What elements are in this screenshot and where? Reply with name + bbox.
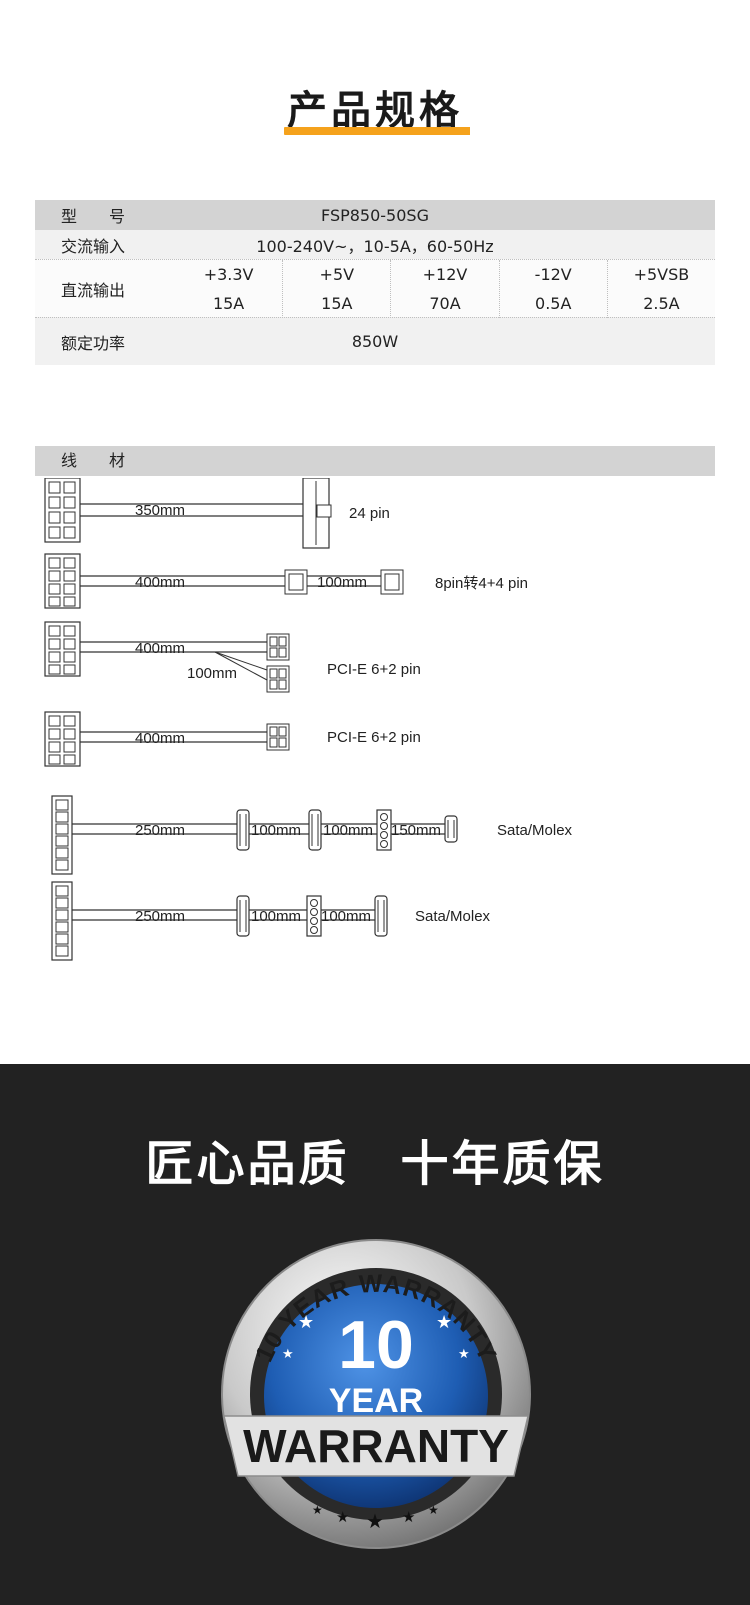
badge-banner: WARRANTY bbox=[243, 1420, 509, 1472]
cable-label: PCI-E 6+2 pin bbox=[327, 661, 421, 678]
dc-rail: +5VSB bbox=[633, 264, 690, 284]
cable-length: 250mm bbox=[135, 908, 185, 925]
dc-columns: +3.3V 15A +5V 15A +12V 70A -12V 0.5A +5V… bbox=[175, 259, 715, 318]
cable-length: 250mm bbox=[135, 822, 185, 839]
dc-col: +12V 70A bbox=[390, 259, 498, 318]
cable-length: 100mm bbox=[321, 908, 371, 925]
star-icon: ★ bbox=[366, 1509, 384, 1533]
star-icon: ★ bbox=[282, 1347, 294, 1362]
star-icon: ★ bbox=[458, 1347, 470, 1362]
cable-diagram: 350mm 24 pin 400mm 100mm 8pin转4+4 pin 40… bbox=[35, 477, 715, 998]
title-underline bbox=[284, 127, 470, 135]
star-icon: ★ bbox=[428, 1503, 439, 1517]
cable-label: 8pin转4+4 pin bbox=[435, 575, 528, 592]
cable-length: 400mm bbox=[135, 574, 185, 591]
cable-length: 100mm bbox=[251, 822, 301, 839]
star-icon: ★ bbox=[402, 1508, 415, 1526]
dc-current: 15A bbox=[212, 293, 245, 313]
cable-label: Sata/Molex bbox=[497, 822, 573, 839]
page-title: 产品规格 bbox=[287, 88, 463, 134]
dc-rail: +5V bbox=[319, 264, 355, 284]
cable-length: 100mm bbox=[251, 908, 301, 925]
dc-current: 15A bbox=[321, 293, 353, 313]
cable-row-pcie-single: 400mm PCI-E 6+2 pin bbox=[44, 711, 421, 767]
cable-length: 350mm bbox=[135, 502, 185, 519]
badge-year: YEAR bbox=[329, 1382, 423, 1420]
dc-col: +5VSB 2.5A bbox=[606, 259, 715, 318]
star-icon: ★ bbox=[312, 1503, 323, 1517]
power-label: 额定功率 bbox=[61, 333, 126, 353]
dc-label: 直流输出 bbox=[61, 280, 126, 300]
spec-row-power: 额定功率 850W bbox=[35, 317, 715, 365]
ac-label: 交流输入 bbox=[61, 236, 126, 256]
page-title-wrap: 产品规格 bbox=[0, 78, 750, 136]
cable-row-8pin: 400mm 100mm 8pin转4+4 pin bbox=[44, 553, 528, 609]
cable-length: 150mm bbox=[391, 822, 441, 839]
slogan: 匠心品质 十年质保 bbox=[145, 1136, 605, 1192]
badge-number: 10 bbox=[338, 1307, 414, 1383]
star-icon: ★ bbox=[336, 1508, 349, 1526]
model-value: FSP850-50SG bbox=[321, 205, 429, 225]
cable-row-pcie-dual: 400mm 100mm PCI-E 6+2 pin bbox=[44, 621, 421, 693]
cable-label: 24 pin bbox=[349, 505, 390, 522]
cable-length: 100mm bbox=[187, 665, 237, 682]
cable-row-sata-molex-1: 250mm 100mm 100mm 150mm Sata/Molex bbox=[51, 795, 573, 875]
dc-current: 70A bbox=[429, 293, 461, 313]
dc-col: -12V 0.5A bbox=[498, 259, 607, 318]
cable-label: PCI-E 6+2 pin bbox=[327, 729, 421, 746]
cable-row-sata-molex-2: 250mm 100mm 100mm Sata/Molex bbox=[51, 881, 491, 961]
cable-length: 100mm bbox=[317, 574, 367, 591]
cable-label: Sata/Molex bbox=[415, 908, 491, 925]
spec-table: 型 号 FSP850-50SG 交流输入 100-240V~，10-5A，60-… bbox=[35, 200, 715, 365]
dc-col: +3.3V 15A bbox=[175, 260, 282, 318]
spec-row-dc: 直流输出 +3.3V 15A +5V 15A +12V 70A -12V 0.5… bbox=[35, 259, 715, 318]
dc-rail: +12V bbox=[422, 264, 468, 284]
star-icon: ★ bbox=[298, 1312, 314, 1333]
spec-row-model: 型 号 FSP850-50SG bbox=[35, 200, 715, 230]
cable-diagram-svg: 350mm 24 pin 400mm 100mm 8pin转4+4 pin 40… bbox=[44, 477, 573, 961]
dc-current: 2.5A bbox=[643, 293, 680, 313]
cable-length: 400mm bbox=[135, 640, 185, 657]
dc-col: +5V 15A bbox=[282, 259, 390, 318]
star-icon: ★ bbox=[436, 1312, 452, 1333]
ac-value: 100-240V~，10-5A，60-50Hz bbox=[256, 236, 494, 256]
model-label: 型 号 bbox=[61, 207, 126, 226]
warranty-badge: 10 YEAR WARRANTY ★ ★ ★ ★ 10 YEAR WARRANT… bbox=[218, 1236, 534, 1552]
spec-row-ac: 交流输入 100-240V~，10-5A，60-50Hz bbox=[35, 230, 715, 259]
warranty-badge-svg: 10 YEAR WARRANTY ★ ★ ★ ★ 10 YEAR WARRANT… bbox=[221, 1239, 531, 1549]
cable-row-24pin: 350mm 24 pin bbox=[44, 477, 390, 549]
power-value: 850W bbox=[351, 332, 399, 351]
cables-header: 线 材 bbox=[35, 446, 715, 476]
dc-current: 0.5A bbox=[535, 293, 572, 313]
cable-length: 400mm bbox=[135, 730, 185, 747]
dc-rail: -12V bbox=[534, 264, 572, 284]
dc-rail: +3.3V bbox=[203, 264, 254, 284]
cable-length: 100mm bbox=[323, 822, 373, 839]
